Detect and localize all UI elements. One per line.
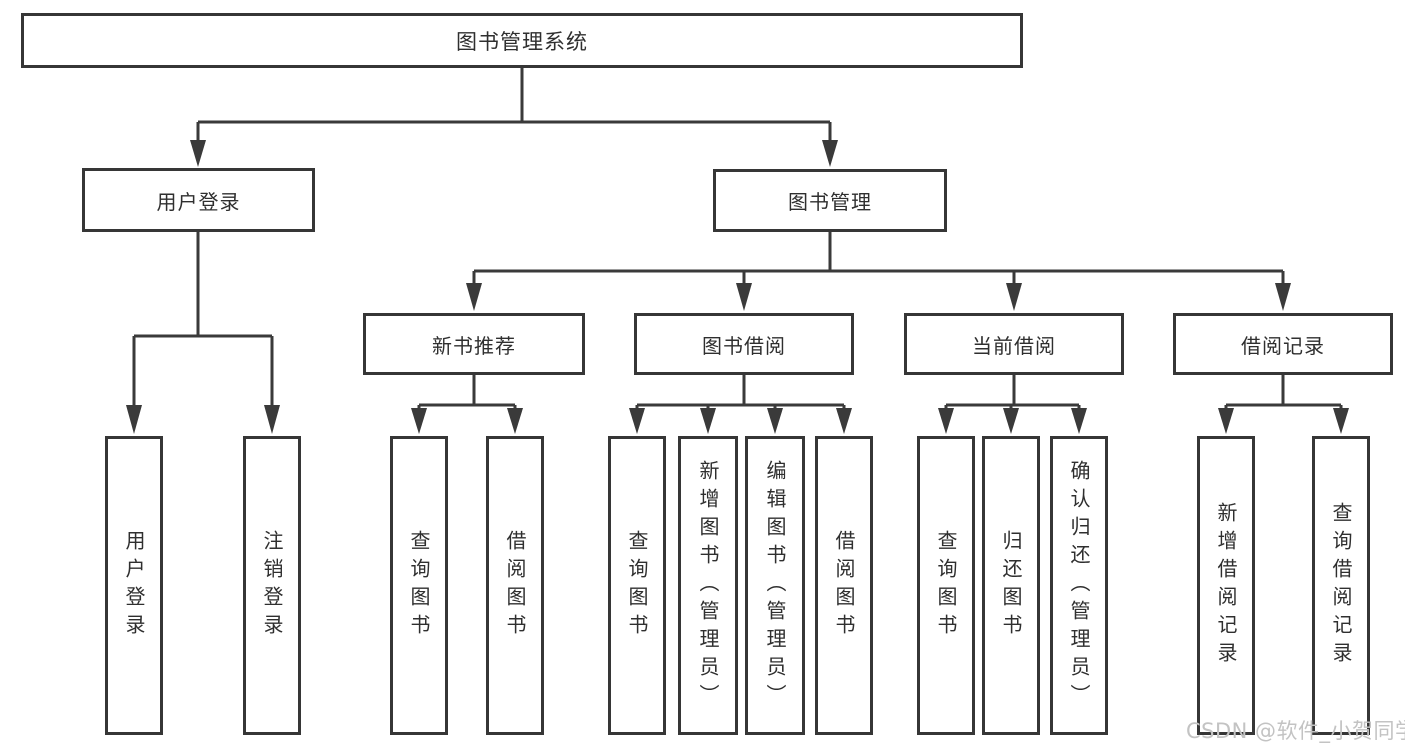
leaf-cb-query-books: 查询图书 — [917, 436, 975, 735]
leaf-user-login: 用户登录 — [105, 436, 163, 735]
node-root-system: 图书管理系统 — [21, 13, 1023, 68]
leaf-br-add-record: 新增借阅记录 — [1197, 436, 1255, 735]
leaf-bb-add-books-admin: 新增图书（管理员） — [678, 436, 738, 735]
node-book-management: 图书管理 — [713, 169, 947, 232]
leaf-cb-return-books: 归还图书 — [982, 436, 1040, 735]
leaf-logout: 注销登录 — [243, 436, 301, 735]
node-new-book-recommendation: 新书推荐 — [363, 313, 585, 375]
leaf-br-query-record: 查询借阅记录 — [1312, 436, 1370, 735]
leaf-cb-confirm-return-admin: 确认归还（管理员） — [1050, 436, 1108, 735]
node-book-borrowing: 图书借阅 — [634, 313, 854, 375]
node-user-login: 用户登录 — [82, 168, 315, 232]
node-current-borrowing: 当前借阅 — [904, 313, 1124, 375]
leaf-nbr-query-books: 查询图书 — [390, 436, 448, 735]
leaf-bb-borrow-books: 借阅图书 — [815, 436, 873, 735]
node-borrowing-records: 借阅记录 — [1173, 313, 1393, 375]
csdn-watermark: CSDN @软件_小贺同学 — [1186, 719, 1405, 743]
leaf-nbr-borrow-books: 借阅图书 — [486, 436, 544, 735]
arrowheads — [126, 140, 1349, 434]
leaf-bb-edit-books-admin: 编辑图书（管理员） — [745, 436, 805, 735]
leaf-bb-query-books: 查询图书 — [608, 436, 666, 735]
